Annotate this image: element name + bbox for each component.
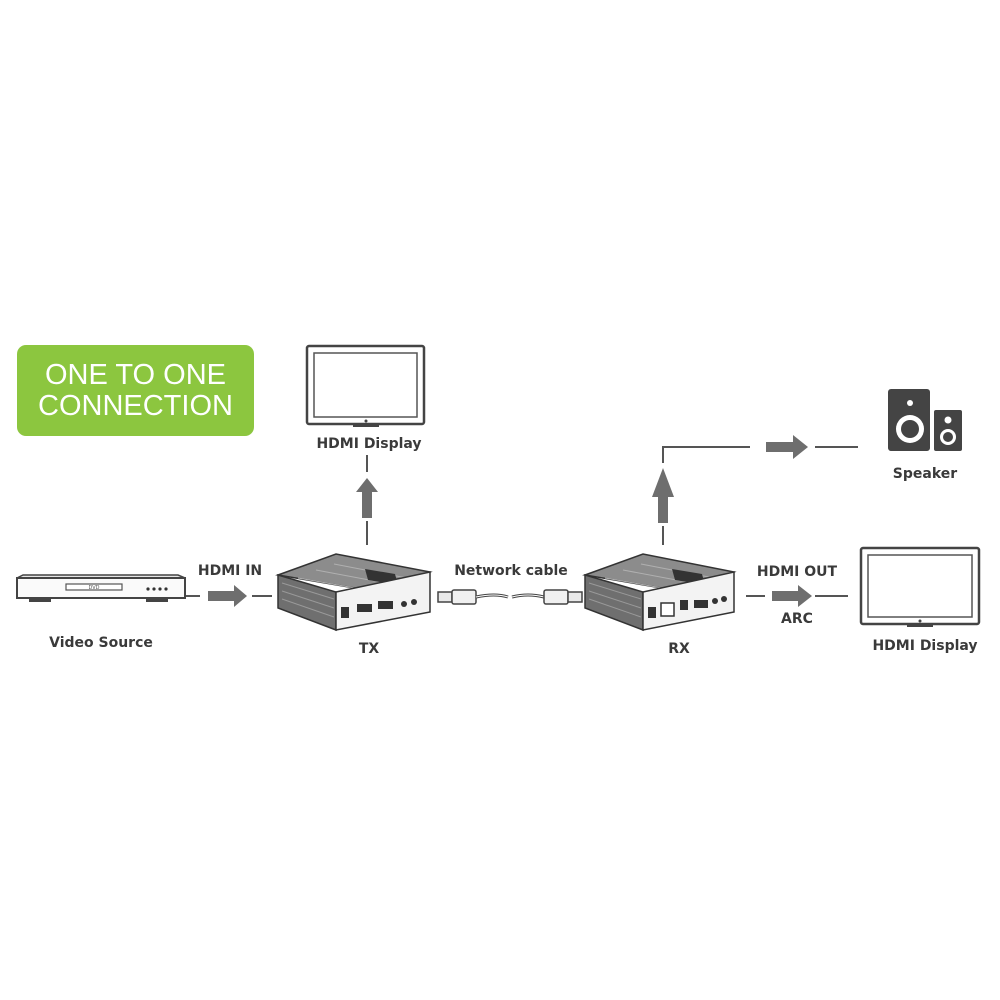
badge-line-2: CONNECTION: [38, 389, 233, 422]
rx-label: RX: [668, 641, 690, 657]
dvd-marking: DVD: [88, 585, 99, 591]
speaker-label: Speaker: [892, 466, 958, 482]
arrow-right-icon: [208, 585, 247, 607]
connection-type-badge: ONE TO ONE CONNECTION: [17, 345, 254, 436]
arrow-up-icon: [652, 468, 674, 523]
arc-label: ARC: [781, 611, 813, 627]
monitor-icon: [305, 344, 426, 427]
hdmi-in-label: HDMI IN: [197, 563, 263, 579]
connector-lines: [186, 446, 858, 597]
tx-extender-unit: [275, 553, 433, 632]
badge-line-1: ONE TO ONE: [44, 358, 227, 391]
tx-label: TX: [358, 641, 380, 657]
network-cable-icon: [437, 589, 583, 605]
dvd-player-icon: DVD: [16, 574, 186, 602]
tx-display-label: HDMI Display: [316, 436, 422, 452]
arrow-right-icon: [766, 435, 808, 459]
rx-extender-unit: [582, 553, 737, 632]
line-rx-to-speaker-b: [662, 446, 750, 463]
hdmi-out-label: HDMI OUT: [756, 564, 838, 580]
arrow-up-icon: [356, 478, 378, 518]
arrow-right-icon: [772, 585, 812, 607]
speaker-icon: [888, 389, 962, 451]
network-cable-label: Network cable: [454, 563, 568, 579]
monitor-icon: [859, 546, 981, 627]
rx-display-label: HDMI Display: [872, 638, 978, 654]
video-source-label: Video Source: [49, 635, 153, 651]
